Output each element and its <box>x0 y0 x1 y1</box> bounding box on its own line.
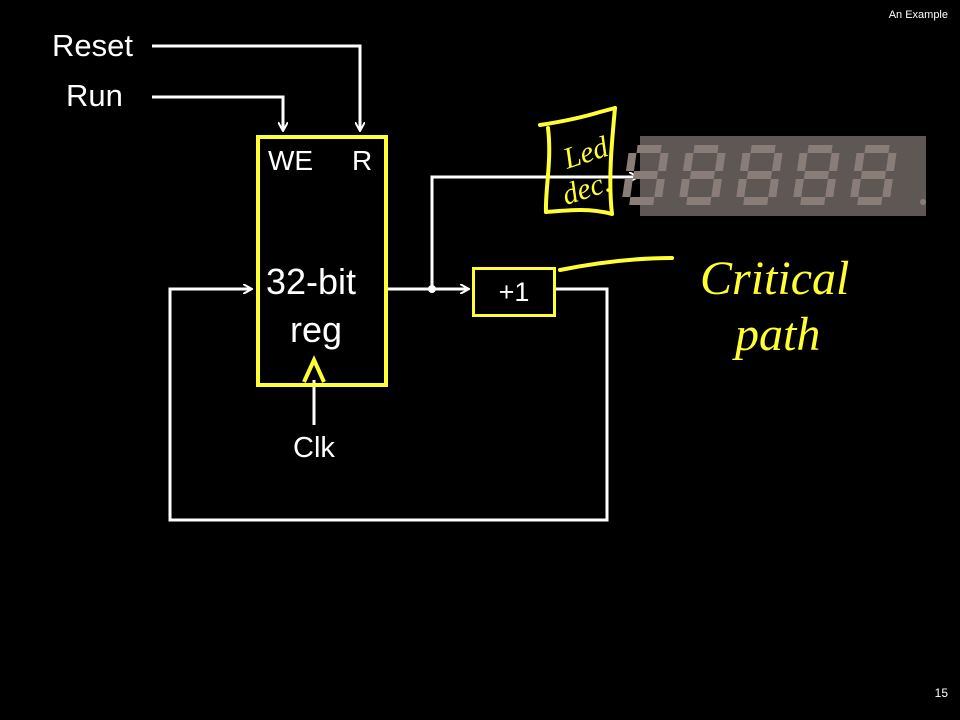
segment <box>750 145 776 153</box>
segment <box>682 153 694 171</box>
segment <box>622 179 633 197</box>
segment <box>853 153 865 171</box>
slide-tag: An Example <box>888 9 948 21</box>
segment <box>807 145 833 153</box>
segment <box>803 171 829 179</box>
clock-label: Clk <box>293 432 335 464</box>
segment <box>768 179 779 197</box>
critical-line2: path <box>732 308 820 361</box>
segment <box>625 153 637 171</box>
segment <box>657 153 669 171</box>
segment <box>850 179 861 197</box>
seven-segment-display <box>622 136 926 216</box>
segment <box>739 153 751 171</box>
segment <box>796 153 808 171</box>
register-name-line2: reg <box>290 309 343 350</box>
register-name-line1: 32-bit <box>266 261 357 302</box>
critical-pointer <box>558 256 674 272</box>
reset-label: Reset <box>52 28 133 63</box>
segment <box>882 179 893 197</box>
segment <box>864 145 890 153</box>
segment <box>825 179 836 197</box>
segment <box>743 197 769 205</box>
segment <box>714 153 726 171</box>
segment <box>860 171 886 179</box>
critical-line1: Critical <box>700 252 849 305</box>
segment <box>885 153 897 171</box>
segment <box>636 145 662 153</box>
r-label: R <box>352 145 373 176</box>
feedback-wire <box>168 289 609 522</box>
segment <box>828 153 840 171</box>
decimal-point <box>920 199 926 205</box>
page-number: 15 <box>934 686 948 700</box>
led-note-line2: dec. <box>558 165 615 212</box>
segment <box>679 179 690 197</box>
segment <box>800 197 826 205</box>
led-note-annotation <box>538 106 617 216</box>
segment <box>857 197 883 205</box>
segment <box>629 197 655 205</box>
incrementer-label: +1 <box>498 276 530 307</box>
segment <box>693 145 719 153</box>
we-label: WE <box>268 145 314 176</box>
reset-wire <box>152 44 360 130</box>
segment <box>793 179 804 197</box>
segment <box>632 171 658 179</box>
display-wire <box>430 177 637 289</box>
run-wire <box>152 95 283 130</box>
register-box <box>256 135 388 387</box>
segment <box>686 197 712 205</box>
segment <box>736 179 747 197</box>
segment <box>771 153 783 171</box>
segment <box>746 171 772 179</box>
clock-triangle <box>302 355 326 383</box>
incrementer-box: +1 <box>472 267 556 317</box>
segment <box>689 171 715 179</box>
run-label: Run <box>66 78 123 113</box>
segment <box>654 179 665 197</box>
segment <box>711 179 722 197</box>
